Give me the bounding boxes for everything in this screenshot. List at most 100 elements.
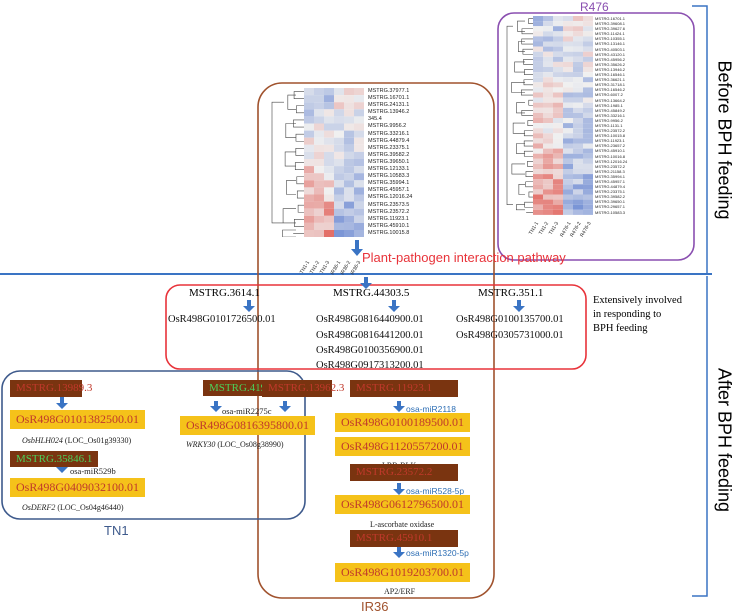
mstrg-3614: MSTRG.3614.1 — [189, 287, 260, 299]
heatmap-row-label: MSTRG.45910.1 — [368, 222, 410, 229]
heatmap-row-label: MSTRG.16546.1 — [595, 72, 626, 78]
heatmap-cell — [583, 184, 593, 190]
heatmap-cell — [573, 174, 583, 180]
heatmap-cell — [354, 173, 364, 181]
heatmap-cell — [573, 148, 583, 154]
heatmap-cell — [573, 21, 583, 27]
heatmap-cell — [334, 166, 344, 174]
heatmap-cell — [583, 189, 593, 195]
heatmap-cell — [583, 199, 593, 205]
heatmap-cell — [354, 151, 364, 159]
heatmap-cell — [324, 116, 334, 124]
heatmap-cell — [583, 209, 593, 215]
heatmap-cell — [324, 130, 334, 138]
heatmap-cell — [344, 95, 354, 103]
heatmap-cell — [553, 56, 563, 62]
heatmap-cell — [573, 26, 583, 32]
heatmap-cell — [334, 230, 344, 238]
heatmap-cell — [583, 46, 593, 52]
heatmap-cell — [533, 77, 543, 83]
heatmap-row-label: MSTRG.1985.1 — [595, 102, 623, 108]
heatmap-cell — [304, 187, 314, 195]
heatmap-cell — [563, 107, 573, 113]
heatmap-cell — [324, 194, 334, 202]
heatmap-cell — [573, 118, 583, 124]
heatmap-cell — [334, 173, 344, 181]
heatmap-cell — [344, 208, 354, 216]
heatmap-row-label: MSTRG.44879.4 — [368, 137, 410, 144]
heatmap-cell — [563, 102, 573, 108]
heatmap-cell — [314, 208, 324, 216]
heatmap-cell — [543, 31, 553, 37]
os-col2-gene: OsR498G0816441200.01 — [316, 330, 424, 341]
heatmap-row-label: MSTRG.13946.2 — [368, 109, 410, 116]
shared-hidden-mstrg: MSTRG.13962.3 — [262, 380, 344, 397]
heatmap-row-label: MSTRG.33216.1 — [595, 112, 626, 118]
heatmap-row-label: MSTRG.39582.2 — [595, 194, 626, 200]
heatmap-cell — [553, 16, 563, 22]
heatmap-cell — [563, 56, 573, 62]
heatmap-row-label: MSTRG.35994.1 — [595, 173, 626, 179]
shared-desc: WRKY30 (LOC_Os08g38990) — [186, 440, 284, 449]
heatmap-cell — [583, 26, 593, 32]
heatmap-cell — [543, 46, 553, 52]
heatmap-cell — [553, 51, 563, 57]
heatmap-cell — [533, 56, 543, 62]
heatmap-cell — [553, 97, 563, 103]
heatmap-cell — [533, 51, 543, 57]
ir36-hidden-3: MSTRG.45910.1 — [350, 530, 458, 547]
heatmap-cell — [354, 109, 364, 117]
heatmap-cell — [344, 230, 354, 238]
heatmap-cell — [583, 77, 593, 83]
heatmap-cell — [344, 151, 354, 159]
heatmap-cell — [553, 61, 563, 67]
heatmap-cell — [573, 112, 583, 118]
heatmap-row-label: MSTRG.39582.2 — [368, 151, 410, 158]
heatmap-cell — [553, 143, 563, 149]
heatmap-cell — [573, 97, 583, 103]
heatmap-cell — [563, 199, 573, 205]
heatmap-cell — [543, 194, 553, 200]
heatmap-row-label: MSTRG.23572.2 — [595, 163, 626, 169]
heatmap-row-label: MSTRG.45956.2 — [595, 56, 626, 62]
heatmap-cell — [563, 194, 573, 200]
heatmap-row-label: MSTRG.44879.4 — [595, 184, 626, 190]
heatmap-cell — [344, 88, 354, 96]
heatmap-cell — [324, 151, 334, 159]
heatmap-cell — [583, 102, 593, 108]
heatmap-cell — [563, 204, 573, 210]
heatmap-cell — [563, 26, 573, 32]
heatmap-cell — [304, 159, 314, 167]
heatmap-cell — [563, 163, 573, 169]
heatmap-cell — [573, 199, 583, 205]
heatmap-cell — [573, 102, 583, 108]
heatmap-cell — [583, 41, 593, 47]
heatmap-cell — [314, 116, 324, 124]
heatmap-cell — [583, 204, 593, 210]
heatmap-cell — [334, 159, 344, 167]
heatmap-cell — [563, 153, 573, 159]
heatmap-cell — [334, 222, 344, 230]
heatmap-cell — [304, 230, 314, 238]
heatmap-cell — [324, 166, 334, 174]
heatmap-cell — [563, 128, 573, 134]
heatmap-cell — [543, 67, 553, 73]
heatmap-cell — [583, 97, 593, 103]
tn1-mir-2: osa-miR529b — [70, 466, 116, 476]
heatmap-cell — [354, 187, 364, 195]
heatmap-cell — [573, 41, 583, 47]
heatmap-cell — [304, 137, 314, 145]
heatmap-cell — [304, 151, 314, 159]
heatmap-cell — [344, 173, 354, 181]
heatmap-cell — [563, 72, 573, 78]
heatmap-cell — [583, 61, 593, 67]
heatmap-row-label: MSTRG.35626.2 — [595, 61, 626, 67]
heatmap-cell — [533, 194, 543, 200]
heatmap-cell — [573, 153, 583, 159]
heatmap-row-label: MSTRG.29657.1 — [595, 204, 626, 210]
heatmap-cell — [583, 107, 593, 113]
heatmap-cell — [573, 77, 583, 83]
heatmap-row-label: MSTRG.10583.3 — [368, 173, 410, 180]
heatmap-cell — [553, 199, 563, 205]
